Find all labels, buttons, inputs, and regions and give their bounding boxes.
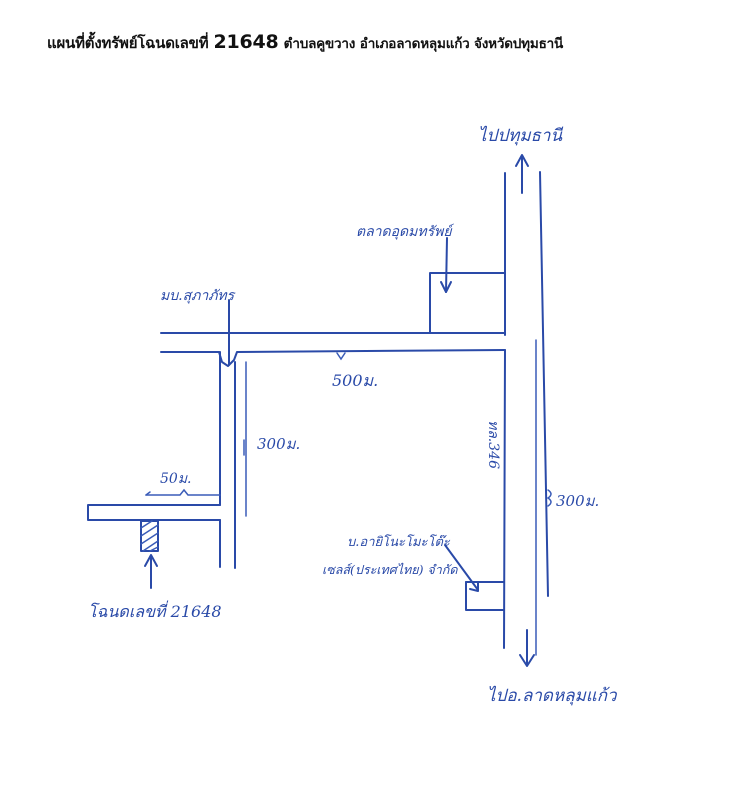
side-road (219, 351, 247, 569)
label-company-line1: บ.อายิโนะโมะโต๊ะ (347, 535, 450, 550)
label-company-line2: เซลส์(ประเทศไทย) จำกัด (322, 562, 458, 577)
label-to-lat-lum-kaeo: ไปอ.ลาดหลุมแก้ว (487, 686, 617, 706)
highway-346-road (503, 171, 549, 656)
deed-number: 21648 (213, 31, 279, 53)
title-prefix: แผนที่ตั้งทรัพย์โฉนดเลขที่ (47, 34, 209, 52)
main-road (160, 299, 506, 367)
label-branch-road-distance: 50ม. (160, 471, 192, 487)
highway-distance-brace (546, 489, 552, 507)
title-location: ตำบลคูขวาง อำเภอลาดหลุมแก้ว จังหวัดปทุมธ… (283, 36, 564, 52)
hatched-plot-icon (140, 520, 159, 589)
label-village: มบ.สุภาภัทร (160, 288, 235, 304)
page-title: แผนที่ตั้งทรัพย์โฉนดเลขที่ 21648 ตำบลคูข… (47, 31, 563, 55)
label-highway-346: ทล.346 (485, 420, 501, 469)
label-market: ตลาดอุดมทรัพย์ (356, 224, 452, 240)
label-to-pathum-thani: ไปปทุมธานี (478, 126, 563, 146)
label-main-road-distance: 500ม. (332, 371, 379, 390)
branch-road (87, 488, 221, 521)
arrow-down-icon (519, 629, 535, 667)
company-plot (444, 544, 505, 611)
market-plot (429, 237, 506, 334)
label-side-road-distance: 300ม. (257, 435, 301, 453)
label-deed-marker: โฉนดเลขที่ 21648 (88, 602, 222, 621)
arrow-up-icon (515, 154, 529, 194)
label-highway-distance: 300ม. (556, 492, 600, 510)
